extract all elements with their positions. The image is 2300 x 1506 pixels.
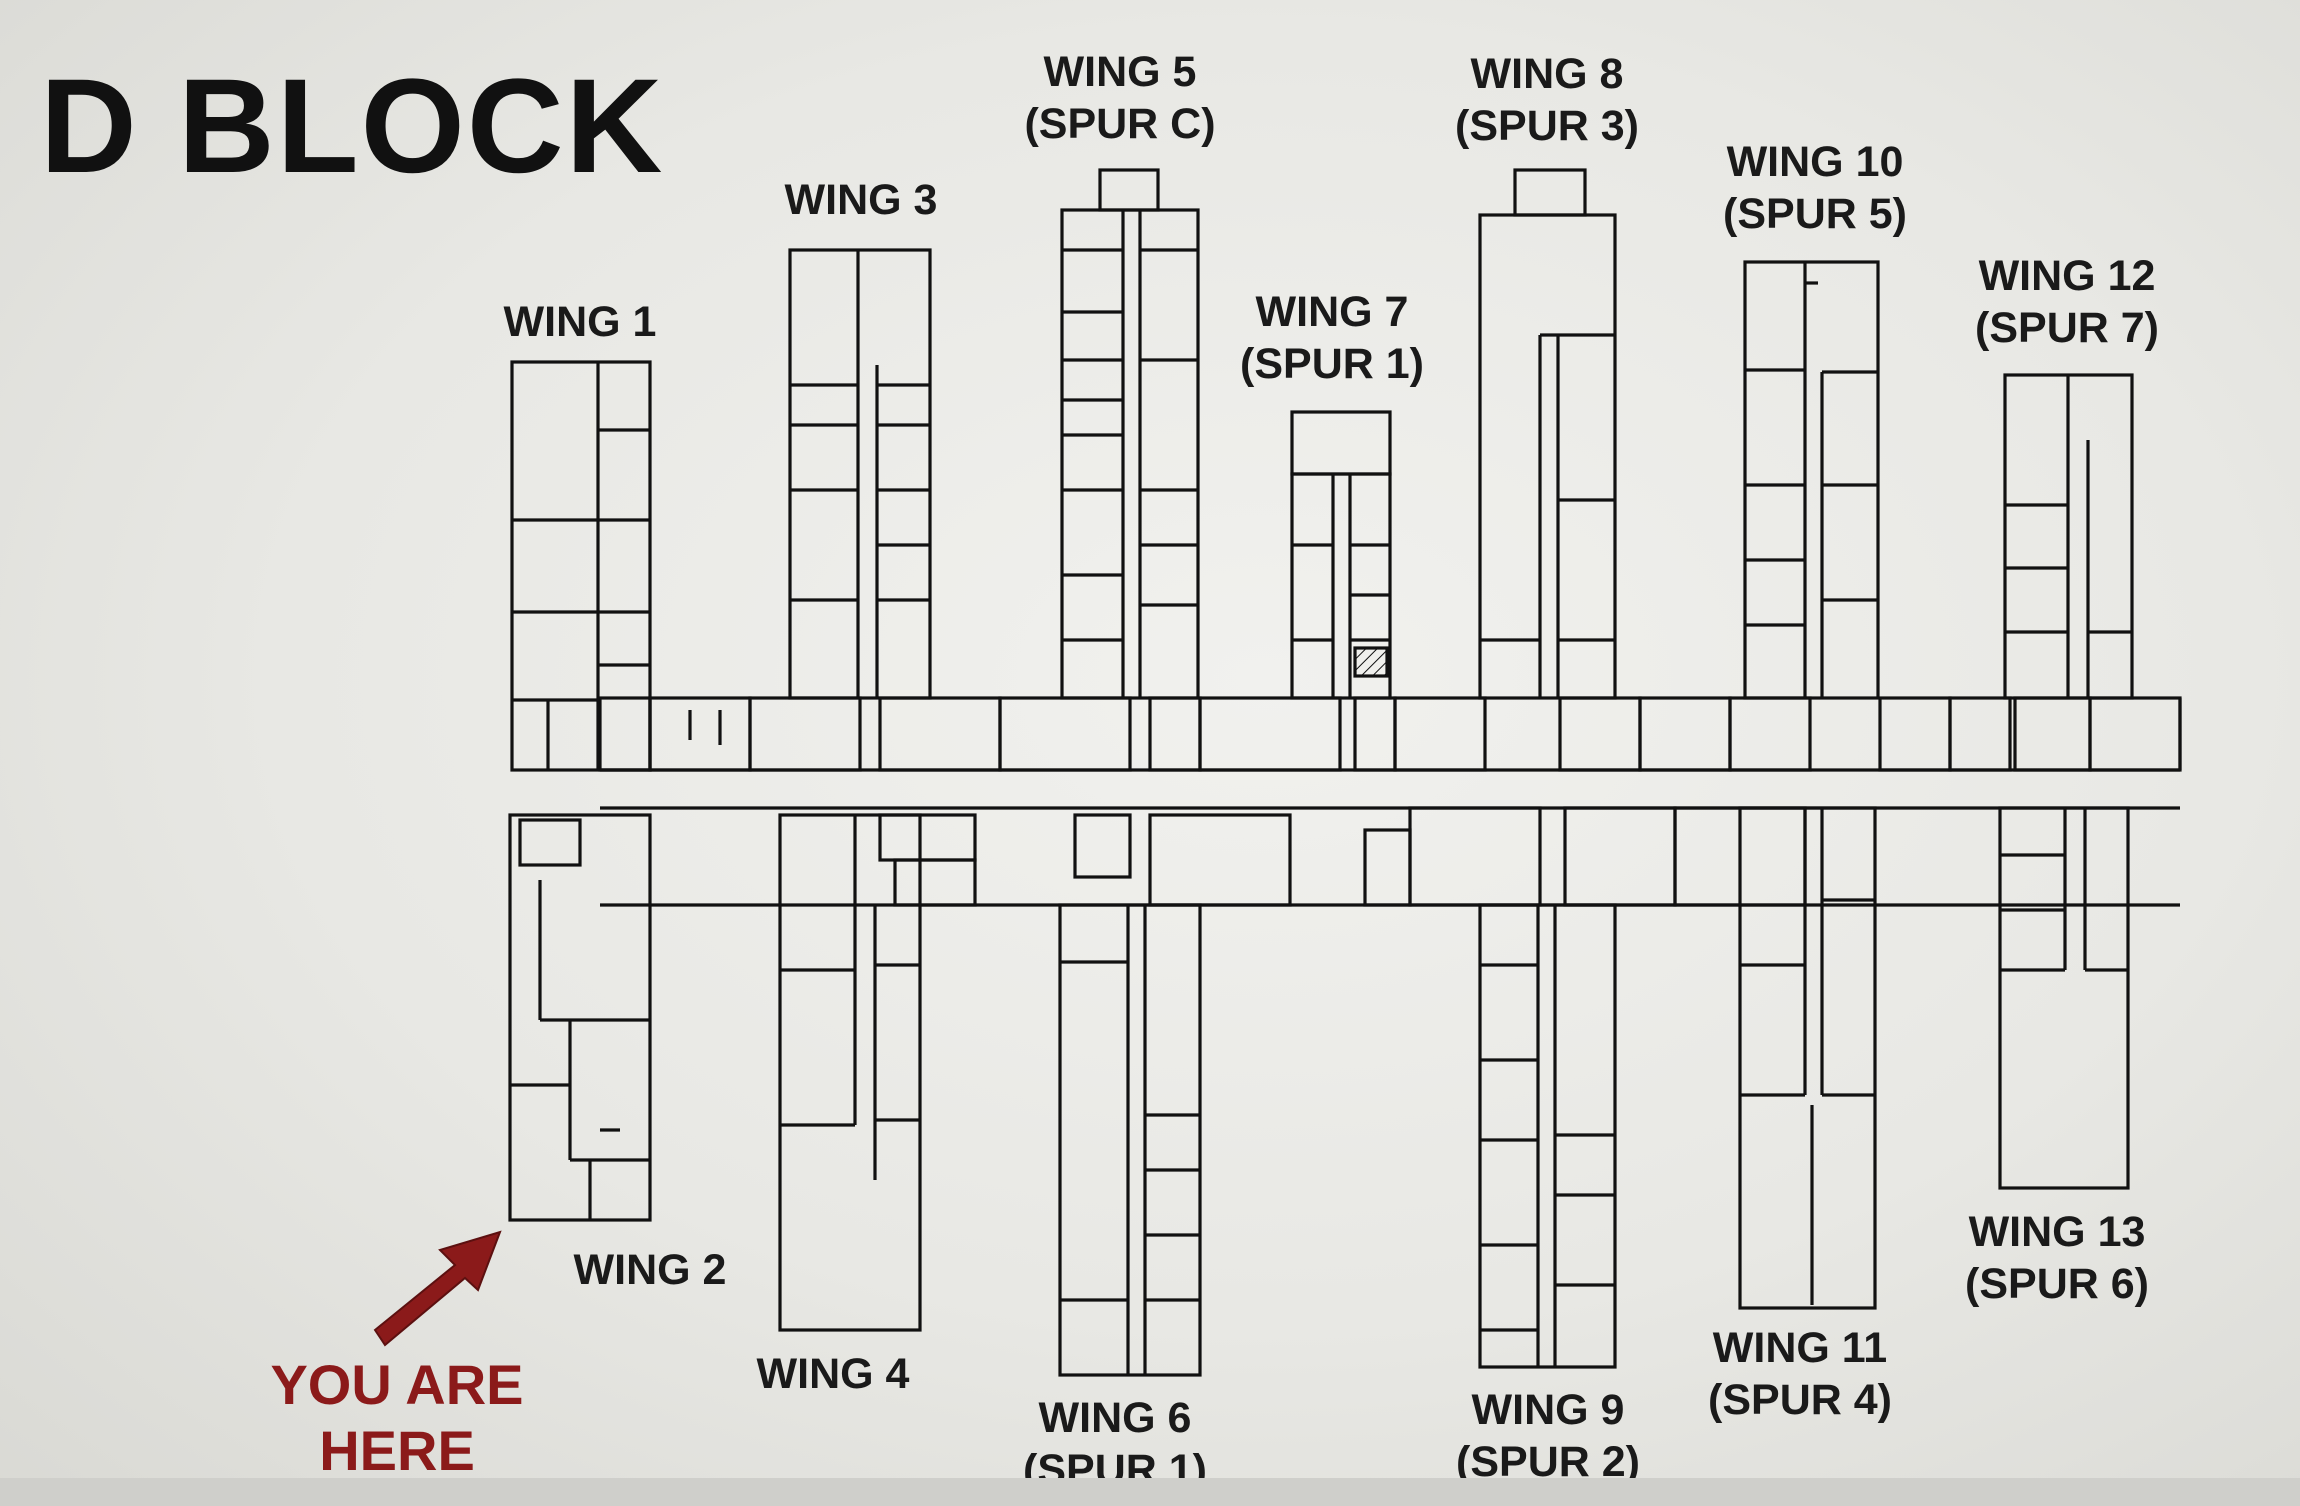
you-are-here-line-2: HERE — [319, 1419, 475, 1482]
wing-9-name: WING 9 — [1471, 1386, 1625, 1434]
wing-1-label: WING 1 — [480, 296, 680, 348]
wing-7-spur: (SPUR 1) — [1240, 340, 1424, 388]
wing-10-label: WING 10 (SPUR 5) — [1700, 136, 1930, 240]
wing-8-spur: (SPUR 3) — [1455, 102, 1639, 150]
wing-4-plan — [778, 813, 922, 1332]
wing-4-name: WING 4 — [756, 1350, 910, 1398]
wing-11-name: WING 11 — [1712, 1324, 1888, 1372]
wing-3-name: WING 3 — [784, 176, 938, 224]
wing-2-label: WING 2 — [545, 1244, 755, 1296]
wing-12-spur: (SPUR 7) — [1975, 304, 2159, 352]
wing-10-name: WING 10 — [1726, 138, 1904, 186]
you-are-here-line-1: YOU ARE — [270, 1353, 524, 1416]
wing-5-label: WING 5 (SPUR C) — [1010, 46, 1230, 150]
wing-13-label: WING 13 (SPUR 6) — [1942, 1206, 2172, 1310]
block-title: D BLOCK — [40, 52, 665, 201]
wing-8-plan — [1478, 168, 1617, 700]
wing-5-spur: (SPUR C) — [1024, 100, 1216, 148]
wing-7-name: WING 7 — [1255, 288, 1409, 336]
wing-12-plan — [2003, 373, 2134, 700]
wing-7-label: WING 7 (SPUR 1) — [1222, 286, 1442, 390]
wing-11-plan — [1738, 806, 1877, 1310]
wing-7-plan — [1290, 410, 1397, 772]
wing-5-name: WING 5 — [1043, 48, 1197, 96]
wing-5-plan — [1060, 168, 1200, 700]
wing-6-name: WING 6 — [1038, 1394, 1192, 1442]
upper-corridor-rooms — [598, 696, 2182, 772]
wing-11-spur: (SPUR 4) — [1708, 1376, 1892, 1424]
wing-9-plan — [1478, 903, 1617, 1369]
wing-12-name: WING 12 — [1978, 252, 2156, 300]
wing-12-label: WING 12 (SPUR 7) — [1952, 250, 2182, 354]
wing-1-plan — [510, 360, 652, 772]
board-bottom-edge — [0, 1478, 2300, 1506]
wing-8-name: WING 8 — [1470, 50, 1624, 98]
wing-13-name: WING 13 — [1968, 1208, 2146, 1256]
you-are-here-label: YOU ARE HERE — [262, 1352, 532, 1484]
wing-10-plan — [1743, 260, 1880, 700]
wing-2-plan — [508, 813, 652, 1222]
wing-10-spur: (SPUR 5) — [1723, 190, 1907, 238]
wing-9-label: WING 9 (SPUR 2) — [1438, 1384, 1658, 1488]
wing-4-label: WING 4 — [728, 1348, 938, 1400]
wing-11-label: WING 11 (SPUR 4) — [1685, 1322, 1915, 1426]
wing-13-plan — [1998, 806, 2130, 1190]
wing-6-plan — [1058, 903, 1202, 1377]
wing-3-label: WING 3 — [756, 174, 966, 226]
wing-3-plan — [788, 248, 932, 700]
wing-13-spur: (SPUR 6) — [1965, 1260, 2149, 1308]
wing-8-label: WING 8 (SPUR 3) — [1437, 48, 1657, 152]
wing-1-name: WING 1 — [503, 298, 657, 346]
wing-2-name: WING 2 — [573, 1246, 727, 1294]
